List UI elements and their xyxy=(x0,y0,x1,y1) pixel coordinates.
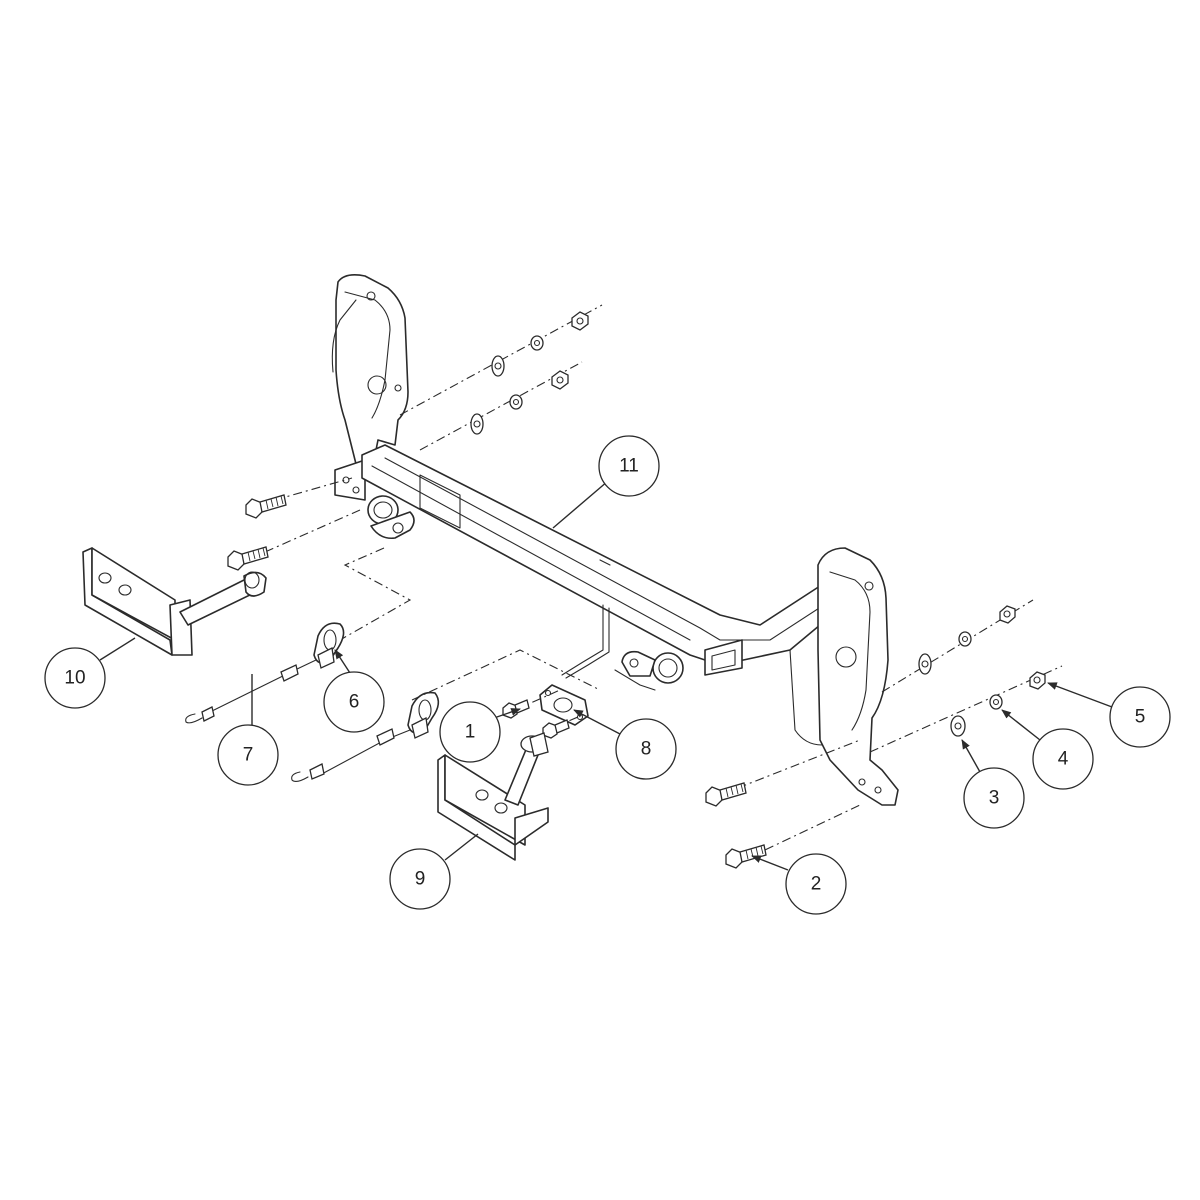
callout-1-label: 1 xyxy=(465,722,476,743)
callout-7-label: 7 xyxy=(243,745,254,766)
leader-1 xyxy=(493,708,521,719)
leader-2 xyxy=(751,855,789,871)
leader-4 xyxy=(1001,709,1041,741)
screw-8 xyxy=(542,713,586,739)
callout-2: 2 xyxy=(785,853,847,915)
callout-11-label: 11 xyxy=(619,456,639,477)
callout-8: 8 xyxy=(615,718,677,780)
callout-6-label: 6 xyxy=(349,692,360,713)
upper-hex-nut-2 xyxy=(551,370,569,390)
left-bolt-upper xyxy=(245,494,287,519)
right-lock-washer-upper xyxy=(958,631,972,647)
upper-lock-washer-1 xyxy=(530,335,544,351)
leader-3 xyxy=(961,739,981,773)
upper-flat-washer-2 xyxy=(470,413,484,435)
callout-1: 1 xyxy=(439,701,501,763)
leader-5 xyxy=(1047,682,1113,708)
right-base-plate xyxy=(437,732,549,861)
callout-7: 7 xyxy=(217,724,279,786)
callout-5-label: 5 xyxy=(1135,707,1146,728)
upper-hex-nut-1 xyxy=(571,311,589,331)
left-bolt-lower xyxy=(227,546,269,571)
leader-11 xyxy=(552,480,609,529)
safety-cable-upper xyxy=(185,622,345,724)
upper-lock-washer-2 xyxy=(509,394,523,410)
right-flat-washer-upper xyxy=(918,653,932,675)
callout-3-label: 3 xyxy=(989,788,1000,809)
callout-4: 4 xyxy=(1032,728,1094,790)
leader-6 xyxy=(334,649,351,674)
leader-10 xyxy=(99,637,136,661)
leader-9 xyxy=(444,833,479,861)
callout-3: 3 xyxy=(963,767,1025,829)
flange-plate xyxy=(539,684,589,726)
crossbar-frame xyxy=(331,274,899,806)
upper-hardware-stack xyxy=(399,304,603,451)
callout-10-label: 10 xyxy=(64,668,85,689)
right-hex-nut-upper xyxy=(999,605,1016,624)
right-bolt-lower xyxy=(725,844,767,869)
callout-11: 11 xyxy=(598,435,660,497)
left-base-plate xyxy=(82,547,267,656)
safety-cable-lower xyxy=(291,691,440,783)
right-flat-washer-lower xyxy=(950,715,966,737)
right-bolt-upper xyxy=(705,782,747,807)
upper-flat-washer-1 xyxy=(491,355,505,377)
callout-6: 6 xyxy=(323,671,385,733)
right-hardware-stack xyxy=(705,599,1063,869)
callout-9-label: 9 xyxy=(415,869,426,890)
callout-2-label: 2 xyxy=(811,874,822,895)
callout-9: 9 xyxy=(389,848,451,910)
callout-5: 5 xyxy=(1109,686,1171,748)
right-hex-nut-lower xyxy=(1029,671,1046,690)
left-bolts xyxy=(227,477,361,571)
callout-leaders xyxy=(99,480,1113,871)
right-lock-washer-lower xyxy=(989,694,1003,710)
callout-10: 10 xyxy=(44,647,106,709)
callout-8-label: 8 xyxy=(641,739,652,760)
leader-8 xyxy=(573,709,621,735)
callout-4-label: 4 xyxy=(1058,749,1069,770)
